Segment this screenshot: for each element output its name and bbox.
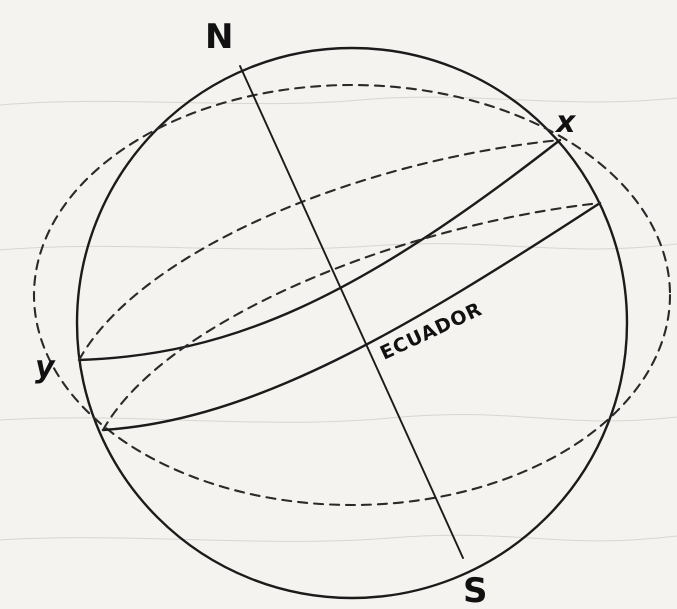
paper-texture — [0, 96, 677, 542]
point-x-label: x — [554, 105, 577, 140]
south-label: S — [463, 571, 488, 609]
north-label: N — [205, 17, 233, 57]
point-y-label: y — [35, 350, 56, 385]
equator-back — [101, 201, 602, 432]
parallel-circle-front-upper — [77, 138, 562, 362]
equator-front — [101, 201, 602, 432]
dashed-outer-orbit-ellipse — [32, 83, 672, 507]
celestial-axis-line — [239, 65, 464, 559]
sphere-outline — [75, 46, 629, 600]
parallel-circle-back-upper — [77, 138, 562, 362]
